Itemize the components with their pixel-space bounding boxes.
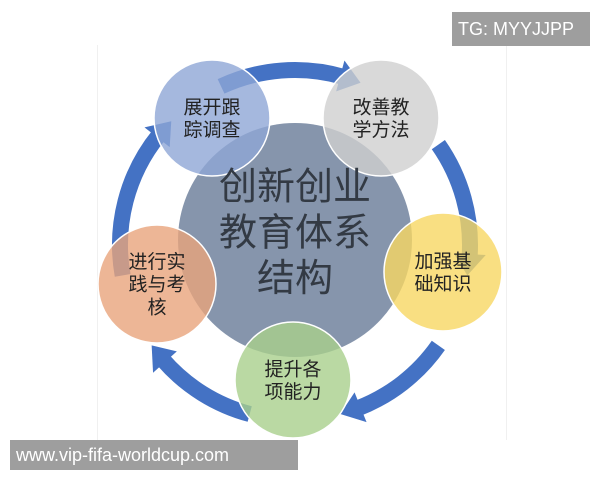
node-label: 进行实 [128, 251, 185, 273]
watermark-bottom: www.vip-fifa-worldcup.com [10, 440, 298, 470]
center-label: 创新创业 [219, 165, 371, 209]
center-label: 结构 [257, 256, 333, 300]
node-label: 改善教 [352, 96, 409, 118]
node-label: 础知识 [414, 273, 471, 295]
node-circle [97, 224, 217, 344]
center-circle [178, 123, 412, 357]
node-circle [322, 59, 440, 177]
diagram-frame [97, 45, 507, 440]
node-label: 项能力 [264, 381, 321, 403]
cycle-arrow [340, 340, 445, 423]
node-label: 核 [147, 296, 166, 318]
node-label: 践与考 [128, 274, 185, 296]
node-label: 学方法 [352, 119, 409, 141]
node-label: 展开跟 [183, 96, 240, 118]
node-label: 提升各 [264, 358, 321, 380]
node-label: 踪调查 [183, 119, 240, 141]
node-circle [153, 59, 271, 177]
node-circle [234, 321, 352, 439]
cycle-arrow [151, 345, 252, 422]
node-label: 加强基 [414, 250, 471, 272]
watermark-top: TG: MYYJJPP [452, 12, 590, 46]
node-circle [383, 212, 503, 332]
center-label: 教育体系 [219, 210, 371, 254]
